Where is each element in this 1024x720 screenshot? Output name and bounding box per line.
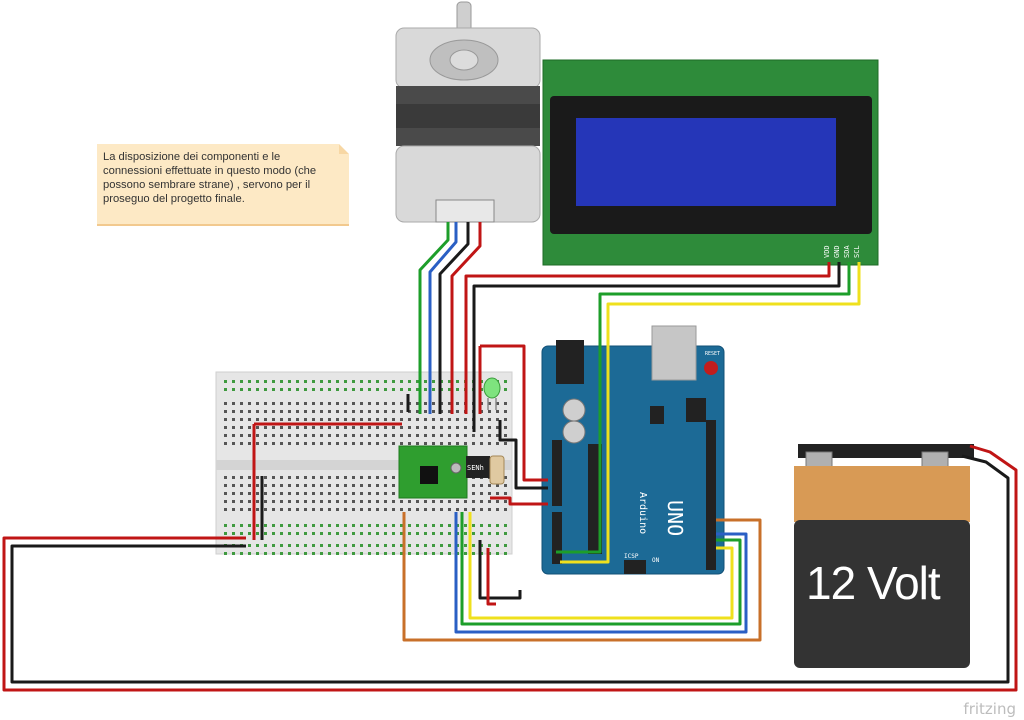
lcd-module: VDD GND SDA SCL [542,59,879,266]
arduino-brand: Arduino [637,492,648,534]
arduino-model: UNO [663,500,687,536]
fritzing-watermark: fritzing [963,700,1016,718]
note-text: La disposizione dei componenti e le conn… [103,151,317,205]
breadboard-holes [224,380,507,555]
lcd-pin-gnd: GND [833,245,841,258]
driver-label: SENh [467,464,484,472]
stepper-motor [395,1,541,223]
arduino-uno: Arduino UNO ICSP ON RESET [541,325,725,575]
lcd-screen [576,118,836,206]
power-jack [556,340,584,384]
power-header [552,440,562,506]
green-led [483,377,501,410]
note-fold [339,144,349,154]
annotation-note: La disposizione dei componenti e le conn… [97,144,349,224]
motor-connector [435,199,495,223]
icsp-label: ICSP [624,553,639,560]
reset-button [704,361,718,375]
analog-header [552,512,562,564]
icsp-header [686,398,706,422]
wires [2,222,1018,692]
lcd-pin-vdd: VDD [823,245,831,258]
lcd-pin-sda: SDA [843,245,851,258]
digital-header [706,420,716,570]
battery-12v [794,444,974,668]
on-label: ON [652,557,660,564]
lcd-pin-scl: SCL [853,245,861,258]
resistor [489,455,505,485]
stepper-driver: SENh [398,445,490,499]
reset-label: RESET [705,351,720,357]
usb-port [651,325,697,381]
battery-label: 12 Volt [806,557,941,609]
